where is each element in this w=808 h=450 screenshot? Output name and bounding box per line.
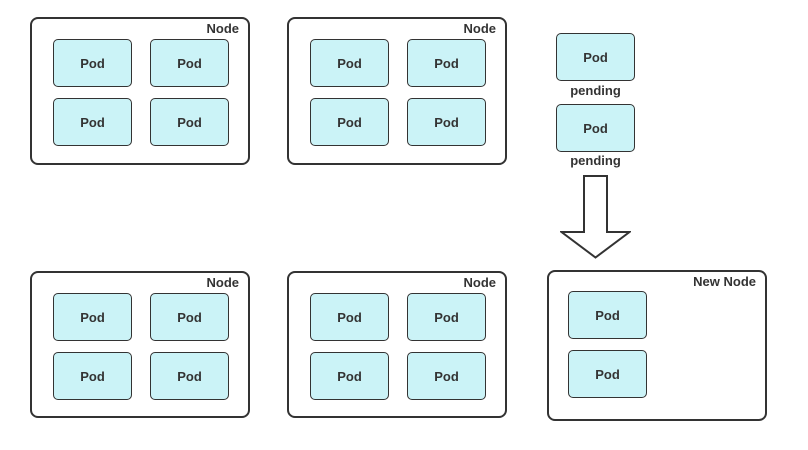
pod-grid: Pod Pod Pod Pod	[310, 39, 486, 146]
node-label: Node	[463, 275, 497, 290]
pod-box: Pod	[407, 352, 486, 400]
pod-grid: Pod Pod Pod Pod	[53, 293, 229, 400]
pod-box: Pod	[53, 98, 132, 146]
pending-status-label: pending	[570, 83, 621, 98]
pod-box: Pod	[53, 39, 132, 87]
node-box-top-2: Node Pod Pod Pod Pod	[287, 17, 507, 165]
pod-box: Pod	[53, 293, 132, 341]
pod-box: Pod	[53, 352, 132, 400]
node-label: Node	[206, 275, 240, 290]
arrow-down-icon	[558, 175, 633, 259]
pending-pod-box-1: Pod	[556, 33, 635, 81]
pod-box: Pod	[407, 293, 486, 341]
pod-box: Pod	[407, 98, 486, 146]
pod-box: Pod	[150, 293, 229, 341]
pod-grid: Pod Pod Pod Pod	[53, 39, 229, 146]
pending-status-label: pending	[570, 153, 621, 168]
pod-box: Pod	[150, 98, 229, 146]
pod-box: Pod	[310, 293, 389, 341]
node-box-bottom-1: Node Pod Pod Pod Pod	[30, 271, 250, 418]
pod-box: Pod	[310, 98, 389, 146]
pod-box: Pod	[150, 352, 229, 400]
node-box-top-1: Node Pod Pod Pod Pod	[30, 17, 250, 165]
pending-pod-box-2: Pod	[556, 104, 635, 152]
pod-box: Pod	[568, 291, 647, 339]
pod-grid: Pod Pod	[568, 291, 647, 398]
pod-box: Pod	[568, 350, 647, 398]
node-label: Node	[206, 21, 240, 36]
node-label: New Node	[693, 274, 756, 289]
node-box-bottom-2: Node Pod Pod Pod Pod	[287, 271, 507, 418]
pod-box: Pod	[310, 352, 389, 400]
pod-grid: Pod Pod Pod Pod	[310, 293, 486, 400]
node-label: Node	[463, 21, 497, 36]
pod-box: Pod	[310, 39, 389, 87]
new-node-box: New Node Pod Pod	[547, 270, 767, 421]
pod-box: Pod	[150, 39, 229, 87]
pod-box: Pod	[407, 39, 486, 87]
